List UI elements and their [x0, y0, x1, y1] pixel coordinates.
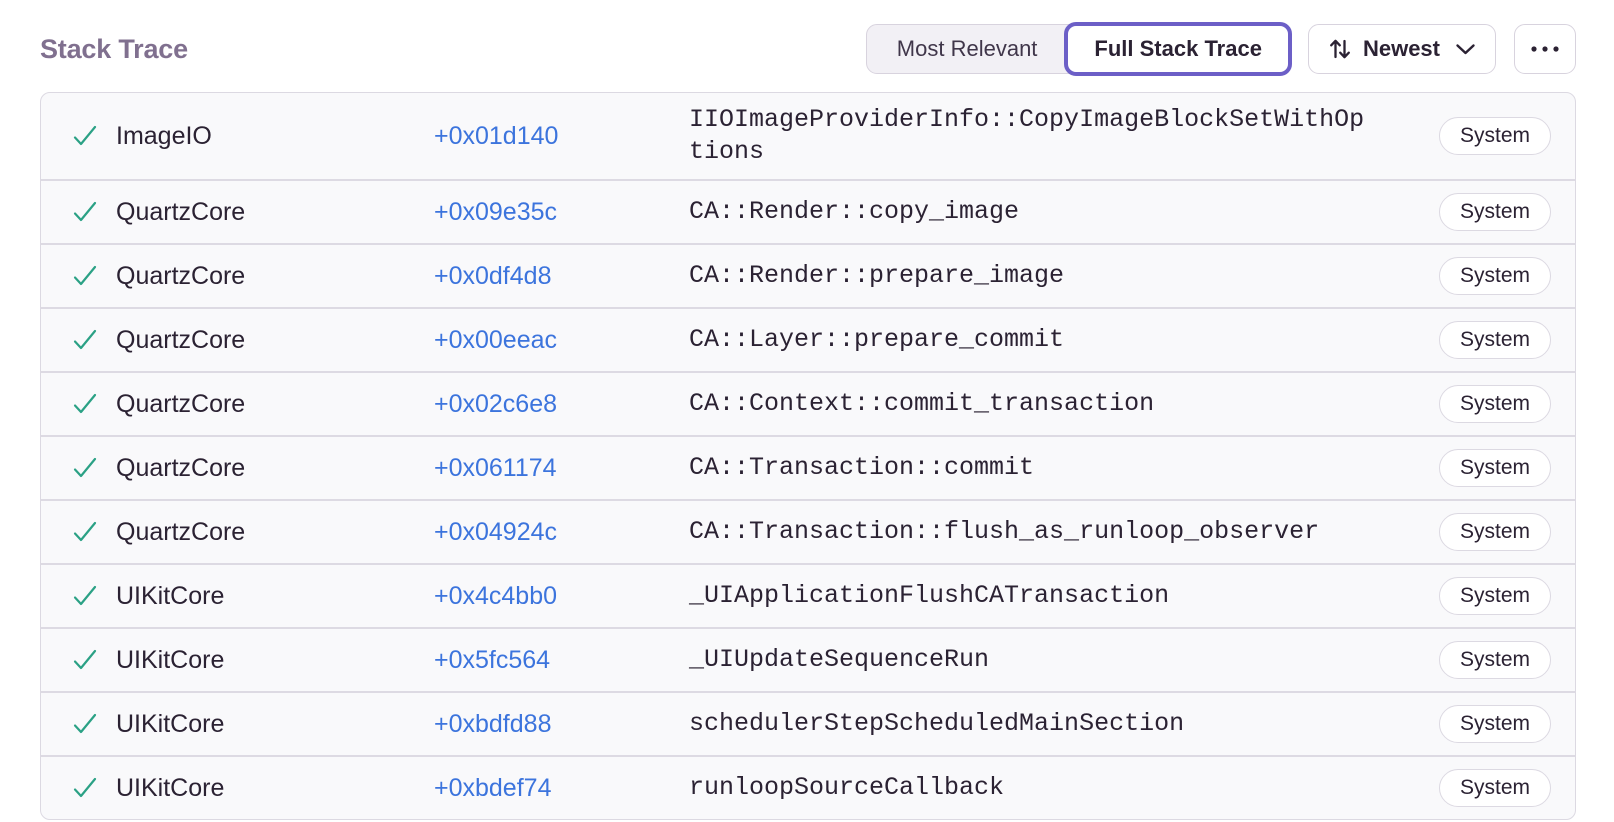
- stack-frame-row[interactable]: QuartzCore +0x09e35c CA::Render::copy_im…: [41, 179, 1575, 243]
- frame-module: UIKitCore: [116, 645, 225, 674]
- check-icon: [71, 519, 99, 545]
- frame-address-link[interactable]: +0x0df4d8: [434, 261, 552, 290]
- system-tag[interactable]: System: [1438, 769, 1551, 807]
- system-tag[interactable]: System: [1438, 257, 1551, 295]
- stack-frame-row[interactable]: UIKitCore +0xbdef74 runloopSourceCallbac…: [41, 755, 1575, 819]
- system-tag[interactable]: System: [1438, 385, 1551, 423]
- frame-symbol: CA::Render::prepare_image: [689, 260, 1065, 290]
- frame-symbol: CA::Transaction::commit: [689, 452, 1035, 482]
- system-tag[interactable]: System: [1438, 577, 1551, 615]
- frame-module: QuartzCore: [116, 197, 246, 226]
- frame-address-link[interactable]: +0x4c4bb0: [434, 581, 558, 610]
- more-options-button[interactable]: [1514, 24, 1576, 74]
- frame-module: UIKitCore: [116, 709, 225, 738]
- frame-module: UIKitCore: [116, 773, 225, 802]
- system-tag[interactable]: System: [1438, 193, 1551, 231]
- frame-address-link[interactable]: +0x04924c: [434, 517, 558, 546]
- frame-address-link[interactable]: +0xbdef74: [434, 773, 552, 802]
- check-icon: [71, 263, 99, 289]
- check-icon: [71, 711, 99, 737]
- system-tag[interactable]: System: [1438, 513, 1551, 551]
- stack-frame-row[interactable]: QuartzCore +0x04924c CA::Transaction::fl…: [41, 499, 1575, 563]
- frame-address-link[interactable]: +0x02c6e8: [434, 389, 558, 418]
- stack-frame-row[interactable]: QuartzCore +0x02c6e8 CA::Context::commit…: [41, 371, 1575, 435]
- toggle-most-relevant[interactable]: Most Relevant: [867, 25, 1068, 73]
- frame-address-link[interactable]: +0x061174: [434, 453, 557, 482]
- check-icon: [71, 391, 99, 417]
- frame-module: QuartzCore: [116, 517, 246, 546]
- frame-module: UIKitCore: [116, 581, 225, 610]
- frame-module: QuartzCore: [116, 261, 246, 290]
- frame-address-link[interactable]: +0x09e35c: [434, 197, 558, 226]
- frame-module: QuartzCore: [116, 325, 246, 354]
- stack-frame-row[interactable]: QuartzCore +0x0df4d8 CA::Render::prepare…: [41, 243, 1575, 307]
- check-icon: [71, 647, 99, 673]
- stack-frame-row[interactable]: QuartzCore +0x061174 CA::Transaction::co…: [41, 435, 1575, 499]
- system-tag[interactable]: System: [1438, 321, 1551, 359]
- frame-module: QuartzCore: [116, 389, 246, 418]
- header-controls: Most Relevant Full Stack Trace Newest: [865, 22, 1576, 76]
- frame-address-link[interactable]: +0xbdfd88: [434, 709, 552, 738]
- system-tag[interactable]: System: [1438, 641, 1551, 679]
- frame-symbol: CA::Context::commit_transaction: [689, 388, 1155, 418]
- check-icon: [71, 455, 99, 481]
- system-tag[interactable]: System: [1438, 449, 1551, 487]
- stack-trace-table: ImageIO +0x01d140 IIOImageProviderInfo::…: [40, 92, 1576, 820]
- frame-address-link[interactable]: +0x00eeac: [434, 325, 558, 354]
- system-tag[interactable]: System: [1438, 117, 1551, 155]
- frame-symbol: runloopSourceCallback: [689, 772, 1005, 802]
- frame-symbol: _UIApplicationFlushCATransaction: [689, 580, 1170, 610]
- frame-symbol: schedulerStepScheduledMainSection: [689, 708, 1185, 738]
- frame-module: QuartzCore: [116, 453, 246, 482]
- stack-frame-row[interactable]: UIKitCore +0x4c4bb0 _UIApplicationFlushC…: [41, 563, 1575, 627]
- stack-frame-row[interactable]: QuartzCore +0x00eeac CA::Layer::prepare_…: [41, 307, 1575, 371]
- stack-trace-view-toggle: Most Relevant Full Stack Trace: [865, 22, 1292, 76]
- sort-button-label: Newest: [1362, 36, 1440, 61]
- frame-address-link[interactable]: +0x01d140: [434, 121, 559, 150]
- check-icon: [71, 775, 99, 801]
- frame-module: ImageIO: [116, 121, 212, 150]
- frame-symbol: CA::Transaction::flush_as_runloop_observ…: [689, 516, 1320, 546]
- stack-trace-header: Stack Trace Most Relevant Full Stack Tra…: [0, 0, 1614, 76]
- check-icon: [71, 583, 99, 609]
- frame-symbol: _UIUpdateSequenceRun: [689, 644, 990, 674]
- stack-frame-row[interactable]: ImageIO +0x01d140 IIOImageProviderInfo::…: [41, 93, 1575, 179]
- frame-symbol: IIOImageProviderInfo::CopyImageBlockSetW…: [689, 104, 1365, 167]
- chevron-down-icon: [1455, 43, 1476, 56]
- stack-frame-row[interactable]: UIKitCore +0x5fc564 _UIUpdateSequenceRun…: [41, 627, 1575, 691]
- check-icon: [71, 199, 99, 225]
- ellipsis-icon: [1530, 45, 1560, 53]
- page-title: Stack Trace: [40, 33, 188, 64]
- toggle-full-stack-trace[interactable]: Full Stack Trace: [1064, 22, 1292, 76]
- stack-frame-row[interactable]: UIKitCore +0xbdfd88 schedulerStepSchedul…: [41, 691, 1575, 755]
- frame-address-link[interactable]: +0x5fc564: [434, 645, 551, 674]
- sort-arrows-icon: [1328, 36, 1352, 62]
- sort-newest-button[interactable]: Newest: [1307, 24, 1496, 74]
- check-icon: [71, 123, 99, 149]
- frame-symbol: CA::Render::copy_image: [689, 196, 1020, 226]
- frame-symbol: CA::Layer::prepare_commit: [689, 324, 1065, 354]
- check-icon: [71, 327, 99, 353]
- system-tag[interactable]: System: [1438, 705, 1551, 743]
